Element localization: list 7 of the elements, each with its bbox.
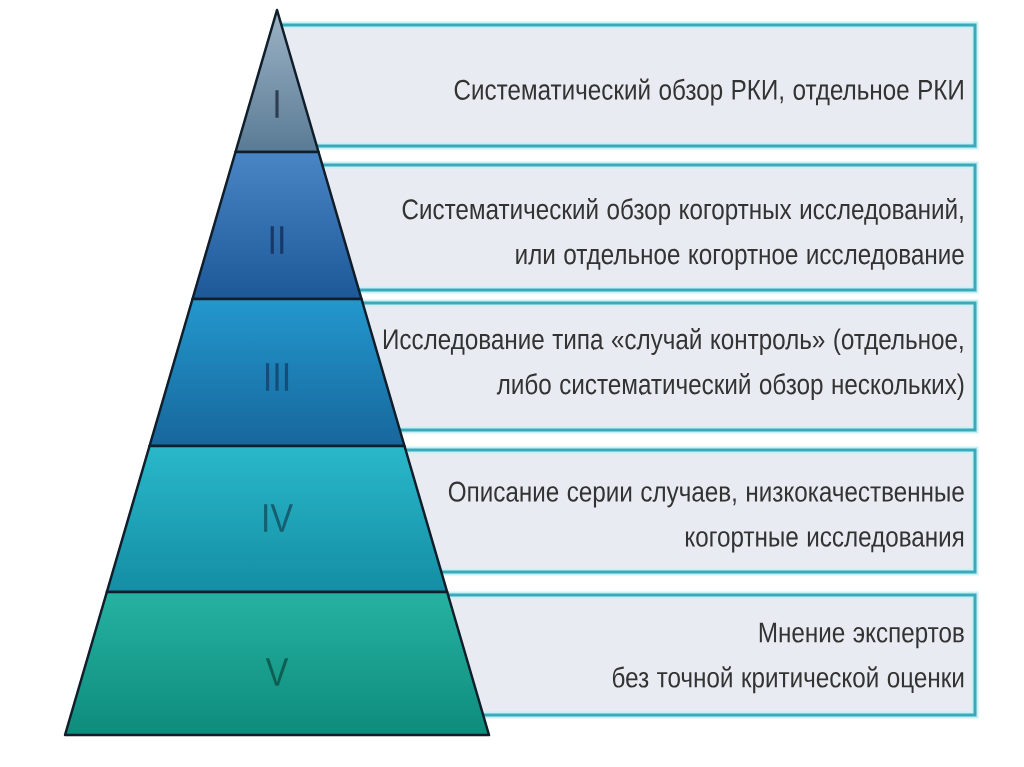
text-panel: Систематический обзор когортных исследований, или отдельное когортное исследование <box>322 161 979 294</box>
pyramid-level: V <box>63 590 491 737</box>
text-panel: Систематический обзор РКИ, отдельное РКИ <box>281 21 979 150</box>
pyramid-level: IV <box>105 444 449 594</box>
text-panel: Описание серии случаев, низкокачественные когортные исследования <box>405 446 979 576</box>
text-panel: Исследование типа «случай контроль» (отдельное, либо систематический обзор нескольких) <box>362 299 979 434</box>
text-panel: Мнение экспертов без точной критической оценки <box>448 591 979 719</box>
